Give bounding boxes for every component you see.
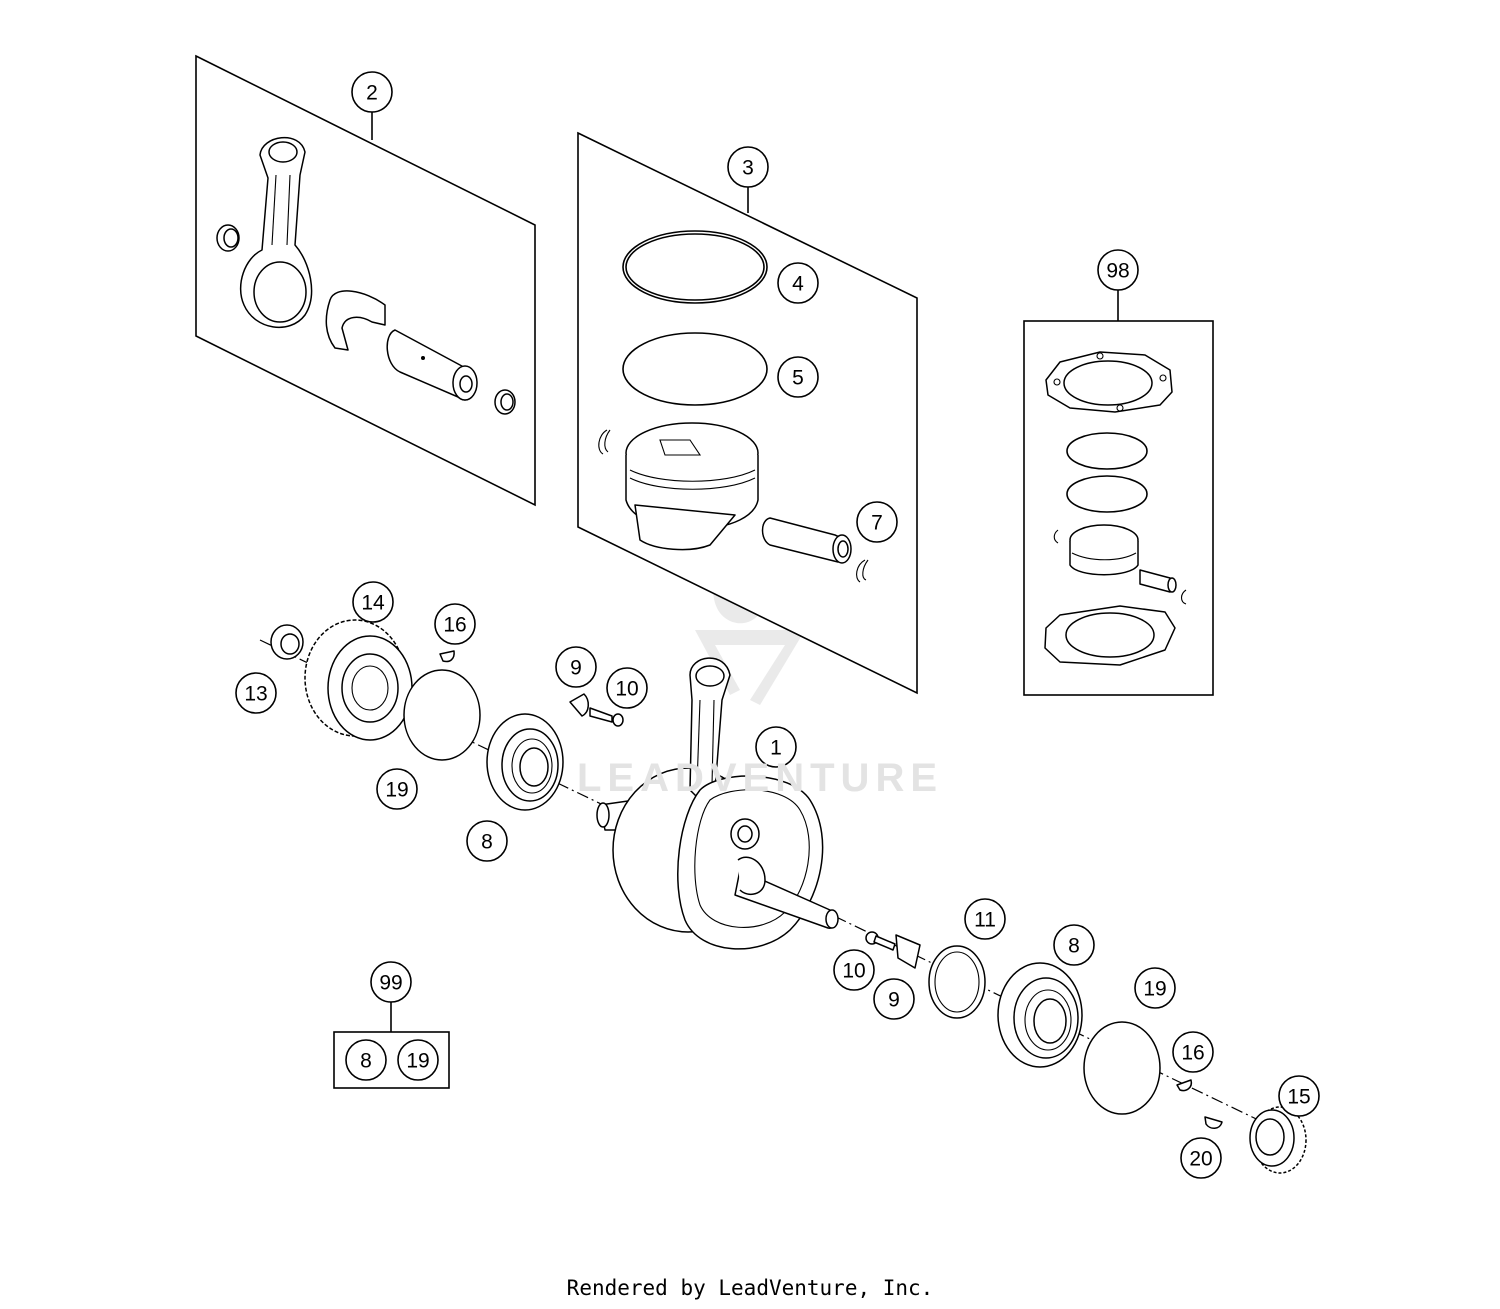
callout-9-left[interactable]: 9 [555,646,597,688]
svg-text:7: 7 [871,512,883,535]
right-side-parts [865,931,1307,1174]
svg-text:10: 10 [842,960,865,983]
callout-8-right[interactable]: 8 [1053,924,1095,966]
callout-16-left[interactable]: 16 [434,603,476,645]
svg-text:10: 10 [615,678,638,701]
callout-10-right[interactable]: 10 [833,949,875,991]
callout-98[interactable]: 98 [1097,249,1139,291]
footer-credit: Rendered by LeadVenture, Inc. [566,1276,934,1300]
svg-text:15: 15 [1287,1086,1310,1109]
svg-text:9: 9 [570,657,582,680]
callout-10-left[interactable]: 10 [606,667,648,709]
svg-text:1: 1 [770,737,782,760]
exploded-parts-diagram: 1 2 3 4 5 7 8 8 8 9 9 10 10 11 13 14 15 … [195,54,1320,1179]
callout-19-right[interactable]: 19 [1134,967,1176,1009]
callout-16-right[interactable]: 16 [1172,1031,1214,1073]
svg-text:16: 16 [443,614,466,637]
callout-8-kit[interactable]: 8 [345,1039,387,1081]
callout-8-left[interactable]: 8 [466,820,508,862]
callout-5[interactable]: 5 [777,356,819,398]
svg-text:19: 19 [1143,978,1166,1001]
callout-4[interactable]: 4 [777,262,819,304]
callout-99[interactable]: 99 [370,961,412,1003]
callout-14[interactable]: 14 [352,581,394,623]
panel-gasket-kit [1023,290,1214,696]
panel-piston-kit [577,131,918,695]
svg-text:3: 3 [742,157,754,180]
svg-text:16: 16 [1181,1042,1204,1065]
callout-3[interactable]: 3 [727,146,769,188]
svg-text:9: 9 [888,989,900,1012]
callout-19-kit[interactable]: 19 [397,1039,439,1081]
left-side-parts [270,619,624,811]
callout-9-right[interactable]: 9 [873,978,915,1020]
svg-text:8: 8 [1068,935,1080,958]
svg-text:14: 14 [361,592,385,615]
svg-text:8: 8 [481,831,493,854]
callout-15[interactable]: 15 [1278,1075,1320,1117]
callout-11[interactable]: 11 [964,898,1006,940]
svg-text:13: 13 [244,683,267,706]
callout-7[interactable]: 7 [856,501,898,543]
svg-text:98: 98 [1106,260,1129,283]
svg-text:20: 20 [1189,1148,1212,1171]
crankshaft [259,639,1301,1141]
svg-text:11: 11 [974,909,996,932]
callout-20[interactable]: 20 [1180,1137,1222,1179]
callout-1[interactable]: 1 [755,726,797,768]
watermark-text: LEADVENTURE [576,756,944,800]
svg-text:2: 2 [366,82,378,105]
svg-text:99: 99 [379,972,402,995]
svg-text:5: 5 [792,367,804,390]
callout-13[interactable]: 13 [235,672,277,714]
svg-text:19: 19 [385,779,408,802]
callout-2[interactable]: 2 [351,71,393,113]
callout-19-left[interactable]: 19 [376,768,418,810]
svg-text:8: 8 [360,1050,372,1073]
svg-text:4: 4 [792,273,804,296]
panel-connecting-rod-kit [195,54,536,507]
svg-text:19: 19 [406,1050,429,1073]
